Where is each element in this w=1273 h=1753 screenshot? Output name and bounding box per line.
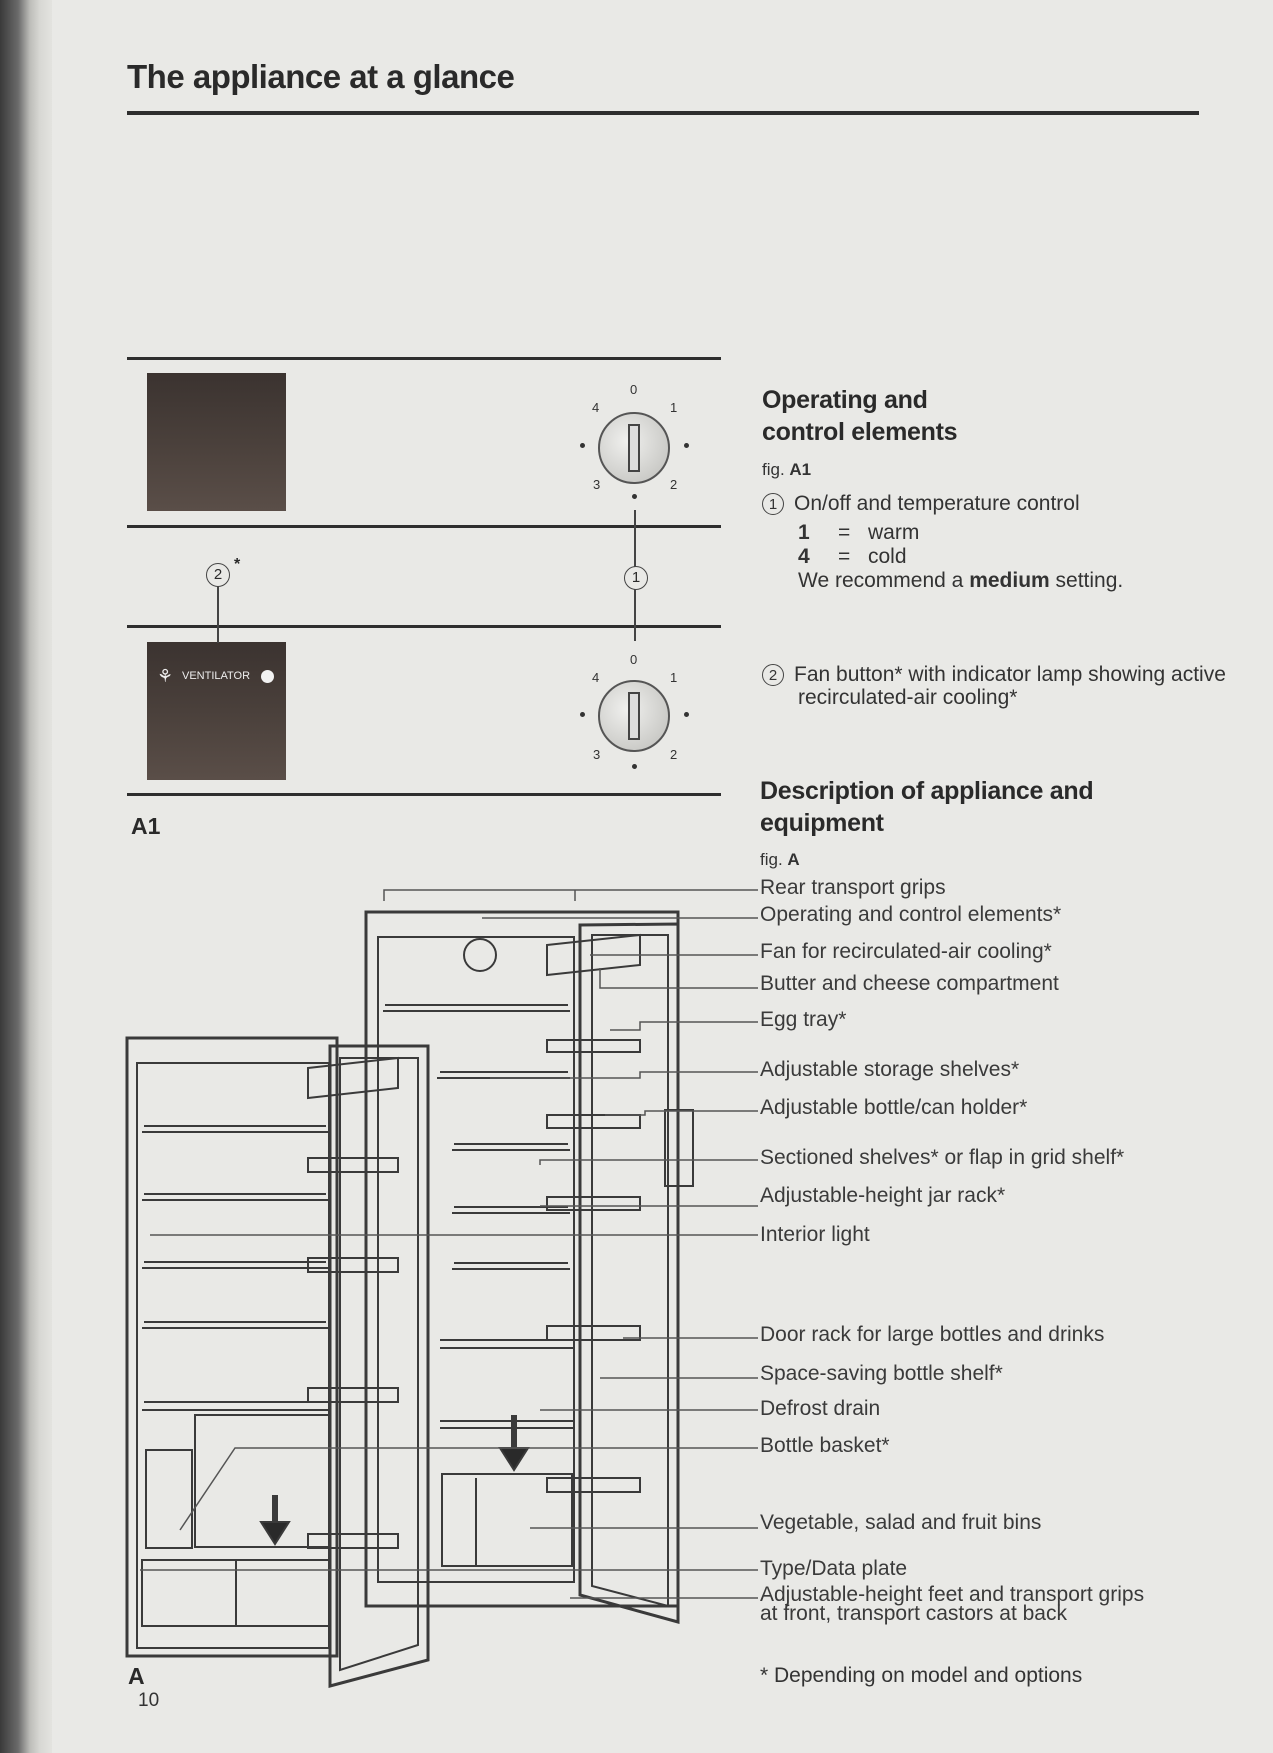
- dial-dot: [580, 443, 585, 448]
- dial-tick-0: 0: [630, 382, 638, 397]
- item-2-number: 2: [762, 664, 784, 687]
- fig-ref-a: fig. A: [760, 850, 800, 869]
- dial-knob: [598, 412, 670, 484]
- item-1-number: 1: [762, 493, 784, 516]
- dial-dot: [684, 712, 689, 717]
- lower-control-panel: ⚘ VENTILATOR: [147, 642, 286, 780]
- label-rear-transport-grips: Rear transport grips: [760, 876, 946, 899]
- dial-dot: [580, 712, 585, 717]
- heading-line: control elements: [762, 418, 958, 446]
- ventilator-label: VENTILATOR: [182, 670, 251, 682]
- callout-2-asterisk: *: [234, 556, 241, 573]
- a1-rule-1: [127, 357, 721, 360]
- label-butter-cheese: Butter and cheese compartment: [760, 972, 1059, 995]
- label-interior-light: Interior light: [760, 1223, 870, 1246]
- label-storage-shelves: Adjustable storage shelves*: [760, 1058, 1020, 1081]
- footnote: * Depending on model and options: [760, 1664, 1083, 1687]
- label-bottle-basket: Bottle basket*: [760, 1434, 890, 1457]
- dial-tick-2: 2: [670, 747, 678, 762]
- label-jar-rack: Adjustable-height jar rack*: [760, 1184, 1006, 1207]
- callout-2: 2: [206, 563, 230, 587]
- upper-control-panel: [147, 373, 286, 511]
- figure-a-label: A: [128, 1663, 145, 1689]
- page-title: The appliance at a glance: [127, 58, 515, 95]
- fig-ref-a1: fig. A1: [762, 460, 812, 479]
- label-egg-tray: Egg tray*: [760, 1008, 847, 1031]
- page-number: 10: [138, 1690, 160, 1711]
- section-heading-operating: Operating and control elements: [762, 384, 958, 448]
- title-rule: [127, 111, 1199, 115]
- dial-dot: [684, 443, 689, 448]
- dial-dot: [632, 764, 637, 769]
- dial-tick-3: 3: [593, 747, 601, 762]
- dial-tick-1: 1: [670, 400, 678, 415]
- label-adjustable-feet: Adjustable-height feet and transport gri…: [760, 1583, 1145, 1625]
- dial-tick-0: 0: [630, 652, 638, 667]
- setting-cold: 4=cold: [798, 545, 907, 568]
- label-sectioned-shelves: Sectioned shelves* or flap in grid shelf…: [760, 1146, 1125, 1169]
- dial-knob: [598, 680, 670, 752]
- label-door-rack: Door rack for large bottles and drinks: [760, 1323, 1105, 1346]
- item-2-continuation: recirculated-air cooling*: [798, 686, 1018, 709]
- label-type-data-plate: Type/Data plate: [760, 1557, 908, 1580]
- item-2-text: Fan button* with indicator lamp showing …: [794, 663, 1226, 686]
- book-spine-shadow: [0, 0, 52, 1753]
- label-bottle-can-holder: Adjustable bottle/can holder*: [760, 1096, 1028, 1119]
- item-1: 1 On/off and temperature control: [762, 492, 1080, 516]
- item-2: 2 Fan button* with indicator lamp showing…: [762, 663, 1226, 687]
- dial-tick-3: 3: [593, 477, 601, 492]
- callout-2-line: [217, 585, 219, 643]
- label-defrost-drain: Defrost drain: [760, 1397, 881, 1420]
- dial-tick-2: 2: [670, 477, 678, 492]
- item-1-text: On/off and temperature control: [794, 492, 1080, 515]
- heading-line: Description of appliance and: [760, 777, 1094, 805]
- recommendation: We recommend a medium setting.: [798, 569, 1124, 592]
- indicator-lamp-icon: [261, 670, 274, 683]
- fan-icon: ⚘: [157, 666, 174, 686]
- label-vegetable-bins: Vegetable, salad and fruit bins: [760, 1511, 1042, 1534]
- dial-tick-4: 4: [592, 670, 600, 685]
- dial-tick-1: 1: [670, 670, 678, 685]
- heading-line: equipment: [760, 809, 884, 837]
- a1-rule-2: [127, 525, 721, 528]
- figure-a1-label: A1: [131, 813, 161, 839]
- heading-line: Operating and: [762, 386, 928, 414]
- a1-rule-4: [127, 793, 721, 796]
- callout-1: 1: [624, 566, 648, 590]
- label-operating-control-elements: Operating and control elements*: [760, 903, 1062, 926]
- section-heading-description: Description of appliance and equipment: [760, 775, 1094, 839]
- label-fan: Fan for recirculated-air cooling*: [760, 940, 1052, 963]
- label-bottle-shelf: Space-saving bottle shelf*: [760, 1362, 1003, 1385]
- dial-tick-4: 4: [592, 400, 600, 415]
- dial-dot: [632, 494, 637, 499]
- setting-warm: 1=warm: [798, 521, 920, 544]
- a1-rule-3: [127, 625, 721, 628]
